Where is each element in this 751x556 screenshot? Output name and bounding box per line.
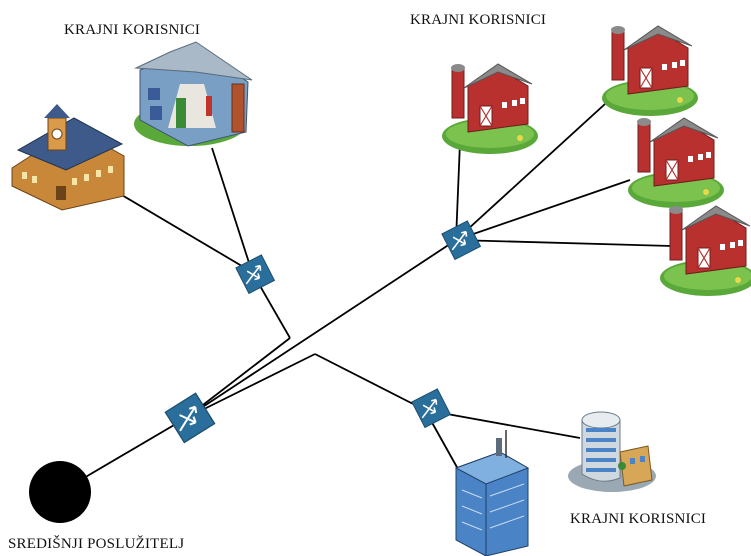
barn-1-icon (441, 63, 539, 155)
office-tower-icon (568, 411, 656, 492)
barn-2-icon (601, 25, 699, 117)
end-users-label-top-right: KRAJNI KORISNICI (410, 12, 547, 28)
skyscraper-icon (454, 430, 530, 556)
end-users-label-top-left: KRAJNI KORISNICI (64, 22, 201, 38)
end-users-label-bottom-right: KRAJNI KORISNICI (570, 511, 707, 527)
central-server-label: SREDIŠNJI POSLUŽITELJ (8, 536, 185, 552)
hub-switch-icon (161, 389, 219, 447)
school-building-icon (11, 104, 125, 211)
barn-3-icon (627, 117, 725, 209)
right-switch-icon (439, 218, 483, 262)
bottom-switch-icon (409, 386, 453, 430)
left-switch-icon (233, 252, 277, 296)
barn-4-icon (659, 205, 751, 297)
house-icon (134, 41, 253, 147)
central-server (29, 461, 91, 523)
connection-lines (59, 103, 673, 493)
